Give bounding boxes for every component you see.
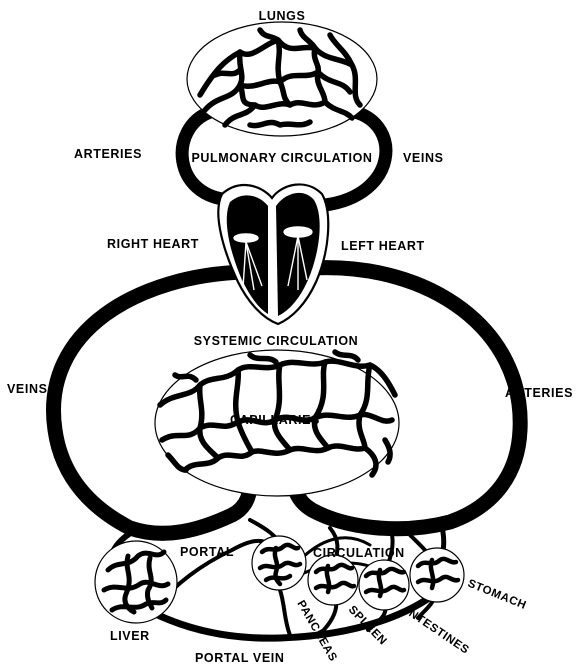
label-right-heart: RIGHT HEART	[107, 237, 199, 251]
stomach-organ	[410, 548, 464, 602]
label-systemic-circulation: SYSTEMIC CIRCULATION	[194, 334, 359, 348]
label-arteries-upper: ARTERIES	[74, 147, 142, 161]
spleen-organ	[308, 555, 358, 605]
heart	[218, 184, 328, 324]
label-intestines: INTESTINES	[403, 606, 471, 657]
label-circulation: CIRCULATION	[313, 546, 405, 560]
label-pulmonary-circulation: PULMONARY CIRCULATION	[191, 151, 372, 165]
label-left-heart: LEFT HEART	[341, 239, 425, 253]
label-veins-left: VEINS	[7, 382, 48, 396]
intestines-organ	[359, 560, 409, 610]
label-capillaries: CAPILLARIES	[230, 413, 320, 427]
label-stomach: STOMACH	[466, 578, 528, 612]
label-portal: PORTAL	[180, 545, 234, 559]
label-liver: LIVER	[110, 629, 150, 643]
pancreas-organ	[252, 536, 306, 590]
label-lungs: LUNGS	[259, 9, 306, 23]
lungs-organ	[187, 22, 377, 136]
label-veins-upper: VEINS	[403, 151, 444, 165]
label-arteries-right: ARTERIES	[505, 386, 573, 400]
liver-organ	[95, 541, 177, 623]
label-portal-vein: PORTAL VEIN	[195, 651, 284, 665]
